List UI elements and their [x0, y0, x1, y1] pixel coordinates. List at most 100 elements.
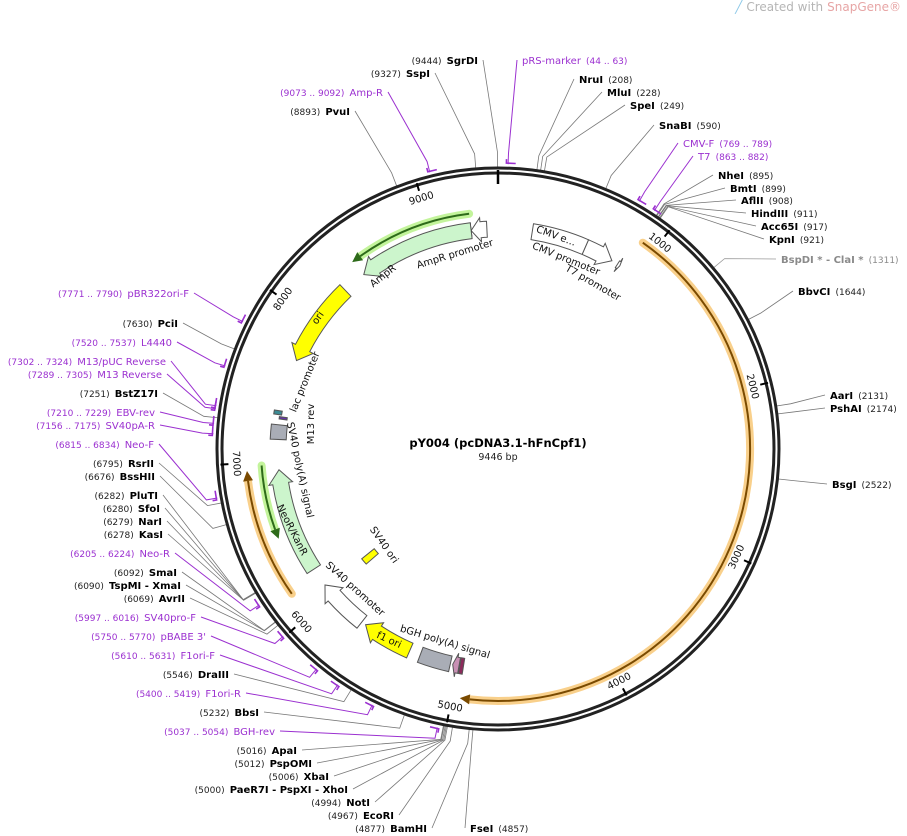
primer-leader-line — [507, 59, 518, 165]
feature-neor-kanr[interactable]: NeoR/KanR — [267, 468, 322, 575]
feature-shape[interactable] — [278, 416, 288, 421]
primer-label[interactable]: (7771 .. 7790) pBR322ori-F — [58, 282, 189, 301]
feature-shape[interactable] — [457, 657, 466, 675]
enzyme-leader-line — [181, 571, 277, 631]
primer-label[interactable]: (5037 .. 5054) BGH-rev — [164, 720, 275, 739]
enzyme-name: SnaBI — [659, 121, 691, 132]
enzyme-site-label[interactable]: (6676) BssHII — [85, 465, 155, 484]
enzyme-site-label[interactable]: AarI (2131) — [830, 384, 888, 403]
feature-shape[interactable] — [416, 646, 453, 673]
enzyme-site-label[interactable]: (6280) SfoI — [103, 497, 160, 516]
feature-ori[interactable]: ori — [291, 283, 352, 362]
enzyme-site-label[interactable]: AflII (908) — [741, 189, 793, 208]
primer-label[interactable]: (9073 .. 9092) Amp-R — [280, 81, 383, 100]
primer-binding-marker — [208, 426, 214, 437]
enzyme-leader-line — [182, 322, 236, 350]
primer-leader-line — [279, 727, 438, 739]
feature-shape[interactable] — [269, 423, 288, 441]
enzyme-site-label[interactable]: BbvCI (1644) — [798, 280, 865, 299]
feature-shape[interactable] — [364, 622, 414, 659]
primer-label[interactable]: (7302 .. 7324) M13/pUC Reverse — [8, 350, 166, 369]
enzyme-name: BssHII — [120, 472, 155, 483]
enzyme-site-label[interactable]: (5006) XbaI — [269, 765, 329, 784]
enzyme-site-label[interactable]: (6092) SmaI — [114, 561, 177, 580]
enzyme-site-label[interactable]: (7251) BstZ17I — [80, 382, 158, 401]
feature-shape[interactable] — [267, 468, 322, 575]
enzyme-site-label[interactable]: BmtI (899) — [730, 177, 786, 196]
enzyme-site-label[interactable]: (4877) BamHI — [355, 817, 427, 836]
primer-label[interactable]: (7520 .. 7537) L4440 — [72, 331, 172, 350]
enzyme-site-label[interactable]: (6795) RsrII — [93, 452, 154, 471]
enzyme-site-label[interactable]: (6282) PluTI — [95, 484, 158, 503]
feature-m13-rev[interactable]: M13 rev — [278, 404, 317, 445]
feature-bgh-poly-a-signal[interactable]: bGH poly(A) signal — [399, 624, 491, 673]
enzyme-position: (5016) — [237, 747, 267, 757]
enzyme-site-label[interactable]: (8893) PvuI — [290, 100, 350, 119]
enzyme-site-label[interactable]: (6090) TspMI - XmaI — [74, 574, 181, 593]
feature-shape[interactable] — [291, 283, 352, 362]
feature-shape[interactable] — [452, 653, 462, 677]
enzyme-position: (9444) — [412, 57, 442, 67]
primer-label[interactable]: (7156 .. 7175) SV40pA-R — [36, 414, 155, 433]
feature-shape[interactable] — [581, 239, 613, 266]
leader-lines — [158, 59, 828, 829]
enzyme-site-label[interactable]: PshAI (2174) — [830, 397, 897, 416]
feature-marker[interactable] — [457, 657, 466, 675]
primer-label[interactable]: CMV-F (769 .. 789) — [683, 132, 772, 151]
enzyme-name: XbaI — [304, 772, 329, 783]
enzyme-site-label[interactable]: SpeI (249) — [630, 94, 684, 113]
enzyme-leader-line — [536, 78, 575, 171]
enzyme-site-label[interactable]: (6069) AvrII — [124, 587, 185, 606]
primer-label[interactable]: (7210 .. 7229) EBV-rev — [47, 401, 155, 420]
enzyme-site-label[interactable]: KpnI (921) — [769, 228, 824, 247]
feature-shape[interactable] — [470, 216, 488, 244]
feature-shape[interactable] — [613, 257, 624, 272]
primer-label[interactable]: (6205 .. 6224) Neo-R — [70, 542, 170, 561]
feature-marker[interactable] — [452, 653, 462, 677]
enzyme-site-label[interactable]: (4994) NotI — [311, 791, 370, 810]
enzyme-site-label[interactable]: (5546) DraIII — [163, 663, 229, 682]
enzyme-position: (8893) — [290, 108, 320, 118]
primer-leader-line — [210, 635, 317, 678]
enzyme-site-label[interactable]: (6279) NarI — [103, 510, 162, 529]
feature-shape[interactable] — [360, 547, 380, 565]
enzyme-site-label[interactable]: (7630) PciI — [123, 312, 178, 331]
enzyme-site-label[interactable]: (9444) SgrDI — [412, 49, 478, 68]
primer-label[interactable]: (7289 .. 7305) M13 Reverse — [28, 363, 162, 382]
enzyme-name: KpnI — [769, 235, 795, 246]
enzyme-name: BsgI — [832, 480, 856, 491]
feature-shape[interactable] — [273, 409, 283, 416]
primer-label[interactable]: (5400 .. 5419) F1ori-R — [136, 682, 241, 701]
feature-shape[interactable] — [324, 584, 368, 629]
feature-sv40-promoter[interactable]: SV40 promoter — [323, 560, 387, 629]
primer-label[interactable]: (5610 .. 5631) F1ori-F — [111, 644, 215, 663]
enzyme-site-label[interactable]: (5000) PaeR7I - PspXI - XhoI — [195, 778, 348, 797]
enzyme-site-label[interactable]: BsgI (2522) — [832, 473, 891, 492]
feature-sv40-ori[interactable]: SV40 ori — [360, 525, 400, 566]
feature-shape[interactable] — [363, 222, 473, 278]
primer-label[interactable]: T7 (863 .. 882) — [697, 145, 768, 164]
enzyme-site-label[interactable]: NruI (208) — [579, 68, 632, 87]
enzyme-site-label[interactable]: (6278) KasI — [104, 523, 163, 542]
primer-label[interactable]: pRS-marker (44 .. 63) — [522, 49, 627, 68]
enzyme-site-label[interactable]: NheI (895) — [718, 164, 773, 183]
enzyme-site-label[interactable]: Acc65I (917) — [761, 215, 828, 234]
enzyme-name: AflII — [741, 196, 764, 207]
tick-mark — [759, 381, 769, 386]
enzyme-name: NarI — [138, 517, 162, 528]
enzyme-site-label[interactable]: SnaBI (590) — [659, 114, 721, 133]
enzyme-name: SmaI — [149, 568, 177, 579]
enzyme-site-label[interactable]: (5012) PspOMI — [235, 752, 312, 771]
enzyme-site-label[interactable]: (9327) SspI — [371, 62, 430, 81]
enzyme-site-label[interactable]: HindIII (911) — [751, 202, 818, 221]
primer-label[interactable]: (5750 .. 5770) pBABE 3' — [91, 625, 206, 644]
enzyme-site-label[interactable]: (4967) EcoRI — [328, 804, 394, 823]
primer-label[interactable]: (6815 .. 6834) Neo-F — [55, 433, 154, 452]
enzyme-site-label[interactable]: FseI (4857) — [470, 817, 528, 836]
enzyme-site-label[interactable]: (5016) ApaI — [237, 739, 297, 758]
primer-label[interactable]: (5997 .. 6016) SV40pro-F — [75, 606, 196, 625]
enzyme-site-label[interactable]: MluI (228) — [607, 81, 661, 100]
enzyme-site-label[interactable]: BspDI * - ClaI * (1311) — [781, 248, 899, 267]
enzyme-position: (6676) — [85, 473, 115, 483]
enzyme-site-label[interactable]: (5232) BbsI — [200, 701, 259, 720]
